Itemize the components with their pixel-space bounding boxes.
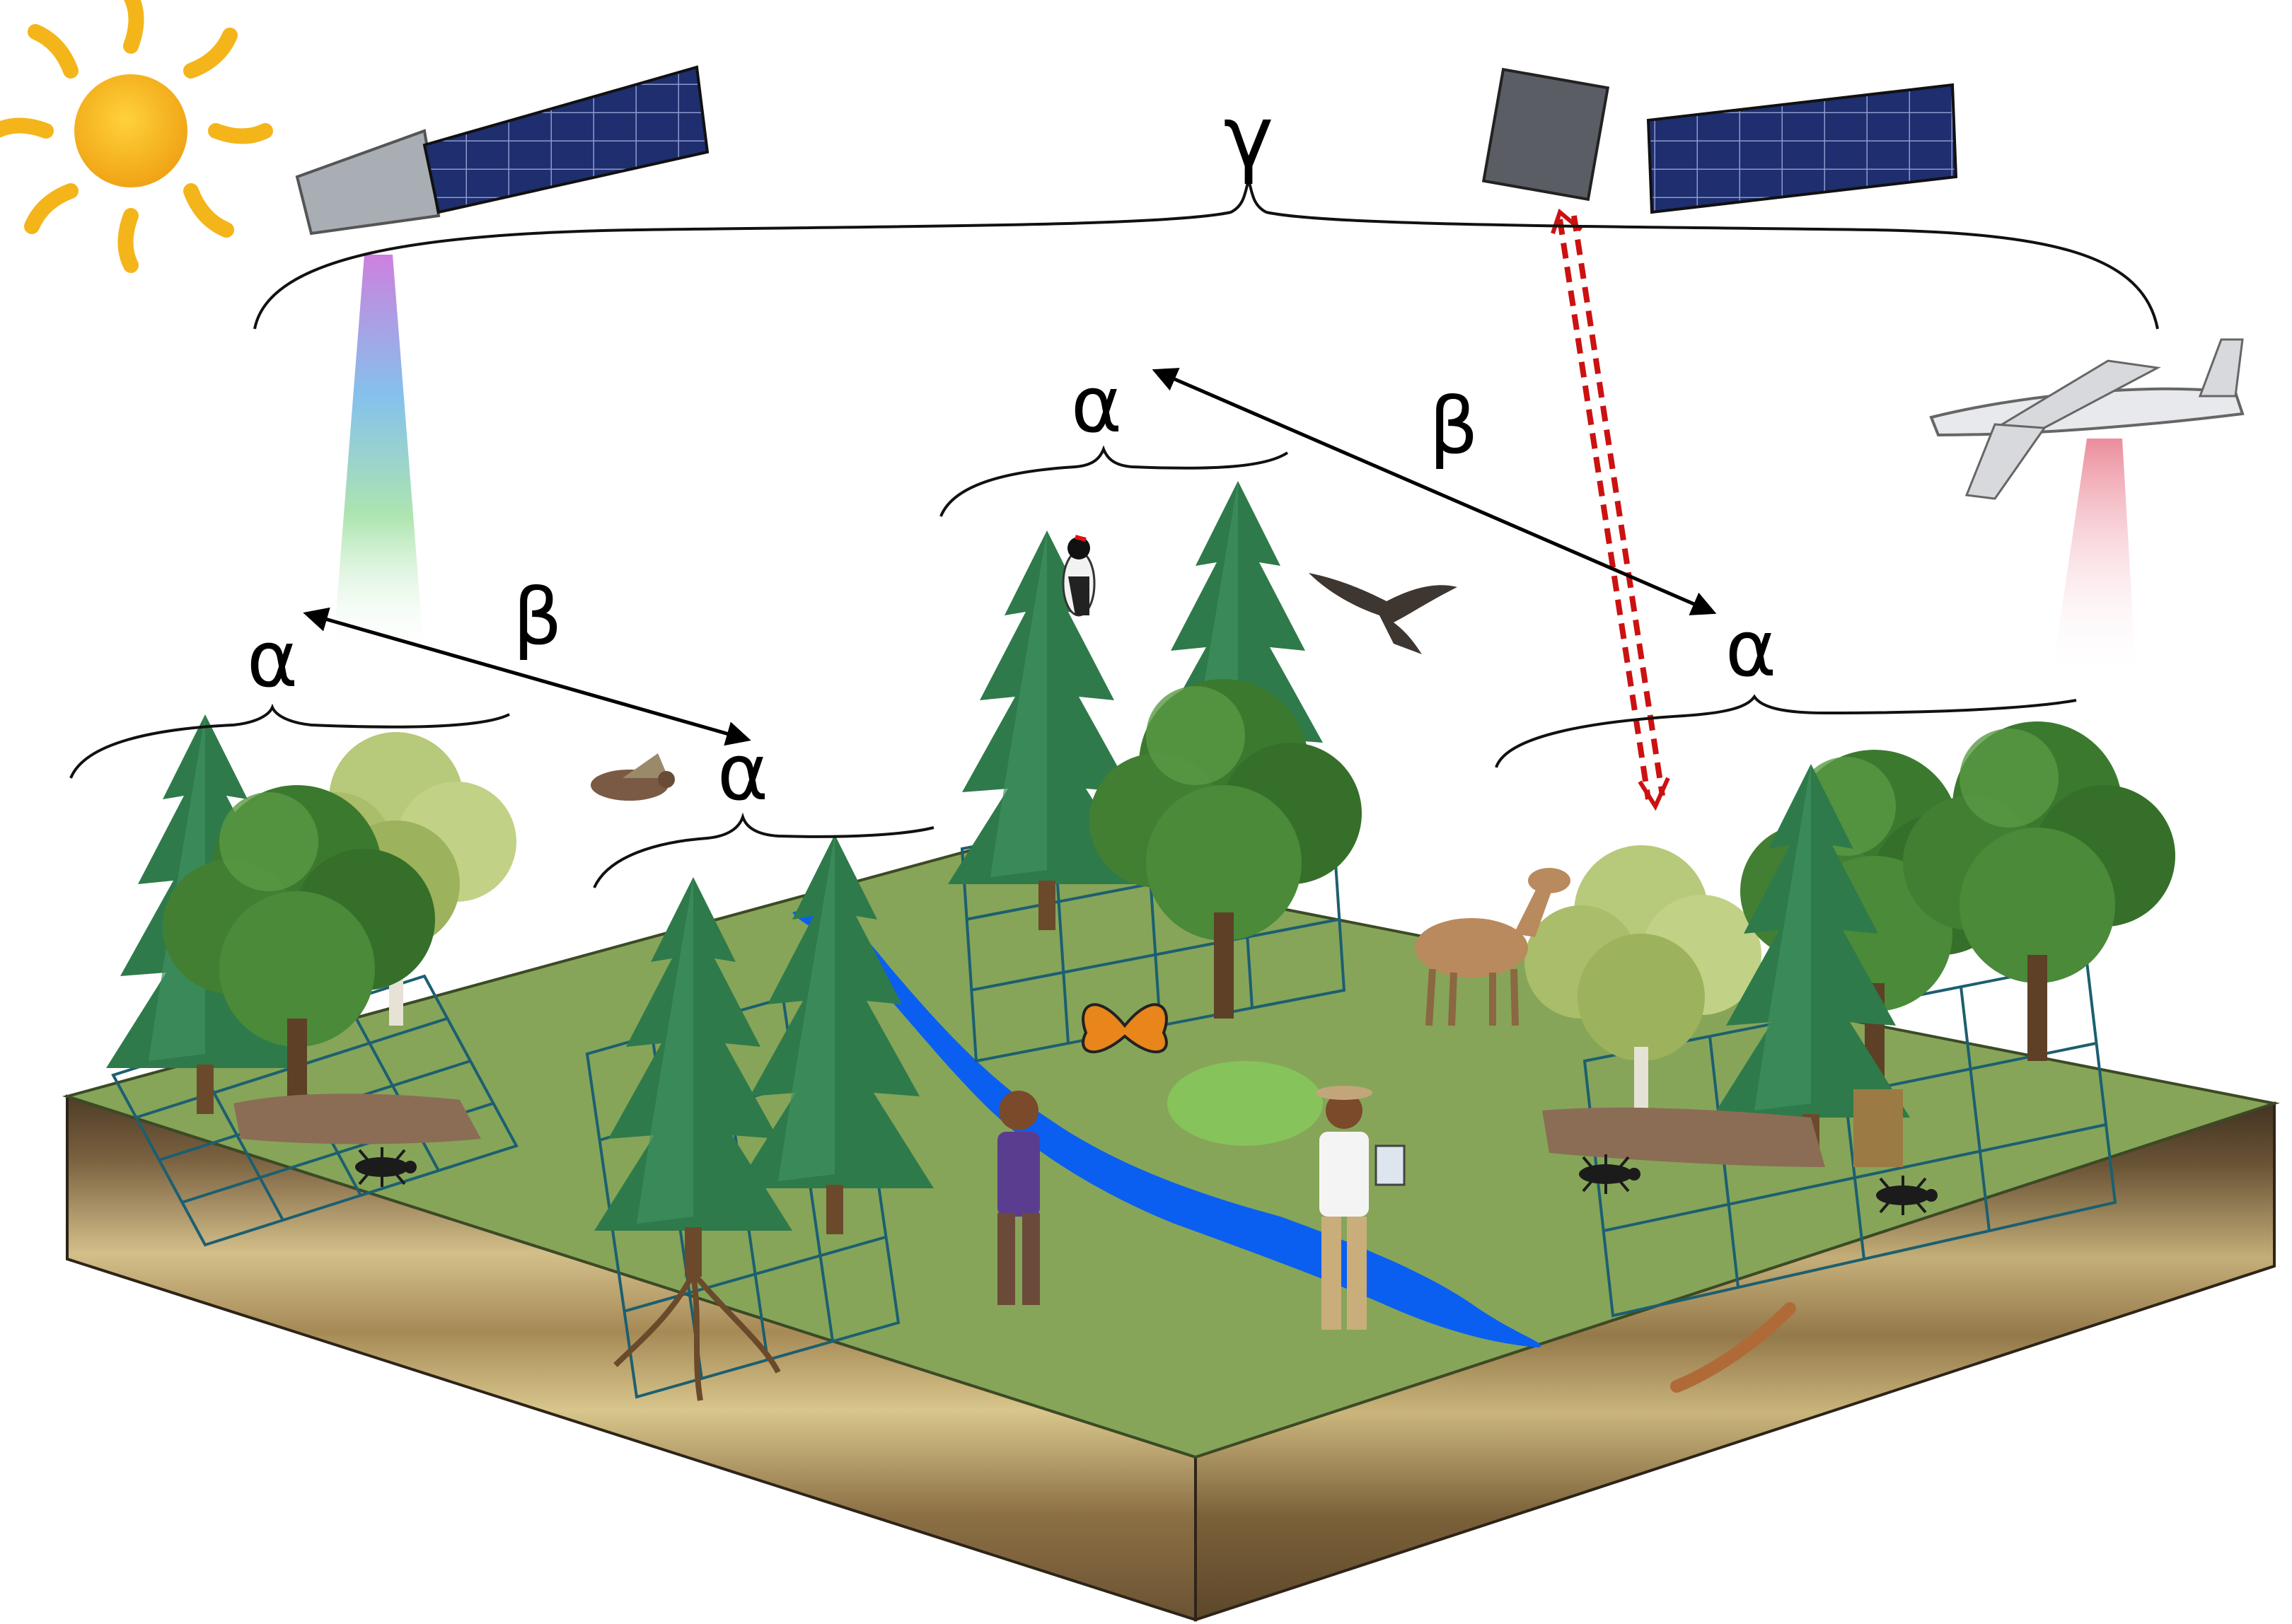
alpha-label-top: α <box>1071 359 1123 450</box>
vegetation <box>106 481 2175 1401</box>
alpha-brace-right <box>1495 694 2077 768</box>
alpha-brace-mid <box>593 812 934 888</box>
scale-labels: γ α α α α β β <box>247 88 1777 818</box>
lidar-arrow <box>1557 219 1651 800</box>
butterfly-icon <box>1082 1003 1168 1054</box>
alpha-label-left: α <box>247 614 299 704</box>
alpha-label-right: α <box>1725 603 1777 694</box>
beta-label-top: β <box>1429 381 1478 471</box>
shrub <box>1167 1061 1323 1146</box>
tree-icon <box>1903 721 2175 1061</box>
airplane-icon <box>1929 338 2245 679</box>
people <box>997 1086 1406 1330</box>
root-system <box>613 1271 781 1401</box>
beta-arrows <box>303 368 1717 746</box>
satellite-icon <box>295 65 710 658</box>
fallen-log-left <box>233 1094 481 1144</box>
hawk-icon <box>1309 573 1457 654</box>
sensor-beam <box>2051 439 2136 679</box>
gamma-brace <box>253 175 2159 330</box>
centipede-icon <box>1670 1302 1796 1393</box>
beta-arrow-top <box>1152 368 1717 615</box>
gamma-label: γ <box>1223 88 1273 187</box>
alpha-label-mid: α <box>717 727 769 818</box>
bird-icon <box>591 753 675 801</box>
spectral-beam <box>332 255 424 658</box>
deer-icon <box>1415 868 1570 1026</box>
sun-icon <box>0 0 273 273</box>
satellite-2-icon <box>1481 67 1958 811</box>
woodpecker-icon <box>1062 535 1096 617</box>
person-tablet-icon <box>1316 1086 1406 1330</box>
braces <box>69 175 2159 888</box>
beta-arrow-left <box>303 607 751 746</box>
beta-label-left: β <box>513 572 562 662</box>
tree-stump <box>1853 1089 1903 1167</box>
person-binoculars-icon <box>997 1091 1040 1305</box>
fallen-log-right <box>1542 1107 1825 1167</box>
